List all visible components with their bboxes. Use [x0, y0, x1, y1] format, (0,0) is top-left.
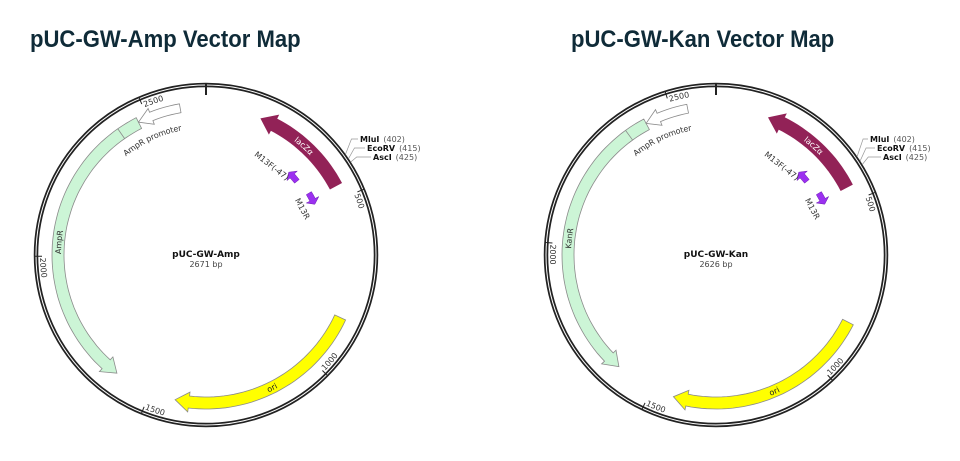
site-leader-line: [348, 147, 365, 159]
segment-divider: [117, 128, 125, 139]
plasmid-name: pUC-GW-Kan: [684, 250, 748, 260]
tick-mark: [664, 91, 668, 99]
resistance-feature-arrow: [51, 117, 143, 374]
resistance-label: AmpR: [53, 229, 64, 254]
site-leader-line: [859, 147, 875, 162]
tick-mark: [641, 402, 646, 410]
site-position: (415): [909, 144, 931, 153]
site-name: AscI: [373, 153, 392, 162]
site-leader-line: [862, 156, 881, 165]
primer-arrow: [815, 191, 830, 205]
tick-mark: [138, 97, 143, 105]
site-position: (402): [893, 135, 915, 144]
site-leader-line: [856, 138, 868, 157]
site-name: EcoRV: [367, 144, 396, 153]
lacZ-feature-arrow: [260, 114, 343, 190]
site-name: MluI: [360, 135, 379, 144]
tick-label: 2000: [548, 244, 557, 265]
site-name: MluI: [870, 135, 889, 144]
site-leader-line: [345, 138, 358, 155]
restriction-site-label: MluI (402): [360, 135, 405, 144]
tick-mark: [868, 191, 876, 196]
site-leader-line: [350, 156, 371, 163]
resistance-feature-arrow: [561, 118, 650, 368]
primer-arrow: [305, 191, 320, 205]
tick-mark: [141, 406, 145, 414]
site-position: (415): [399, 144, 421, 153]
promoter-feature-arrow: [645, 103, 689, 126]
primer-label: M13F(-47): [253, 150, 291, 182]
primer-label: M13R: [803, 197, 822, 222]
plasmid-size: 2671 bp: [189, 260, 222, 269]
ori-label: ori: [768, 385, 781, 397]
site-name: EcoRV: [877, 144, 906, 153]
site-position: (425): [396, 153, 418, 162]
ori-feature-arrow: [174, 314, 347, 413]
promoter-feature-arrow: [137, 103, 182, 125]
restriction-site-label: AscI (425): [373, 153, 417, 162]
tick-mark: [827, 374, 833, 381]
restriction-site-label: EcoRV(415): [367, 144, 421, 153]
plasmid-name: pUC-GW-Amp: [172, 250, 240, 260]
tick-label: 2000: [38, 257, 49, 278]
site-position: (425): [906, 153, 928, 162]
amp-map-title: pUC-GW-Amp Vector Map: [30, 26, 301, 53]
segment-divider: [625, 130, 633, 141]
primer-arrow: [796, 170, 810, 184]
plasmid-size: 2626 bp: [699, 260, 732, 269]
primer-label: M13F(-47): [763, 150, 801, 182]
kan-map-title: pUC-GW-Kan Vector Map: [571, 26, 835, 53]
site-name: AscI: [883, 153, 902, 162]
tick-mark: [357, 188, 365, 193]
ori-feature-arrow: [672, 318, 854, 411]
restriction-site-label: AscI (425): [883, 153, 927, 162]
tick-mark: [322, 370, 328, 376]
lacZ-feature-arrow: [767, 113, 853, 192]
tick-mark: [545, 242, 553, 244]
primer-arrow: [286, 170, 300, 184]
restriction-site-label: MluI (402): [870, 135, 915, 144]
ori-label: ori: [265, 381, 278, 394]
site-position: (402): [383, 135, 405, 144]
primer-label: M13R: [293, 197, 312, 222]
restriction-site-label: EcoRV(415): [877, 144, 931, 153]
resistance-label: KanR: [564, 227, 575, 249]
